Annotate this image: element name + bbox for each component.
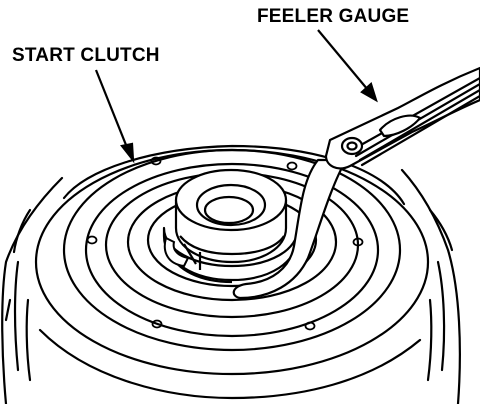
drum-right-side: [400, 168, 461, 404]
center-hub: [162, 168, 300, 284]
drum-lower-arc: [38, 328, 422, 400]
leader-lines: [94, 29, 378, 164]
feeler-gauge-label: FEELER GAUGE: [257, 6, 410, 27]
feeler-gauge-arrowhead: [360, 82, 378, 103]
flange-ring-inner: [84, 162, 380, 338]
feeler-gauge-tool: [232, 66, 480, 300]
drum-left-side: [1, 176, 64, 404]
rim-lip: [62, 144, 406, 206]
feeler-gauge-leader: [317, 29, 369, 91]
flange-ring-outer: [62, 148, 402, 352]
snap-ring: [163, 236, 190, 268]
start-clutch-leader: [94, 69, 130, 151]
start-clutch-label: START CLUTCH: [12, 45, 160, 66]
bolt-holes: [86, 156, 364, 331]
start-clutch-arrowhead: [120, 142, 135, 164]
